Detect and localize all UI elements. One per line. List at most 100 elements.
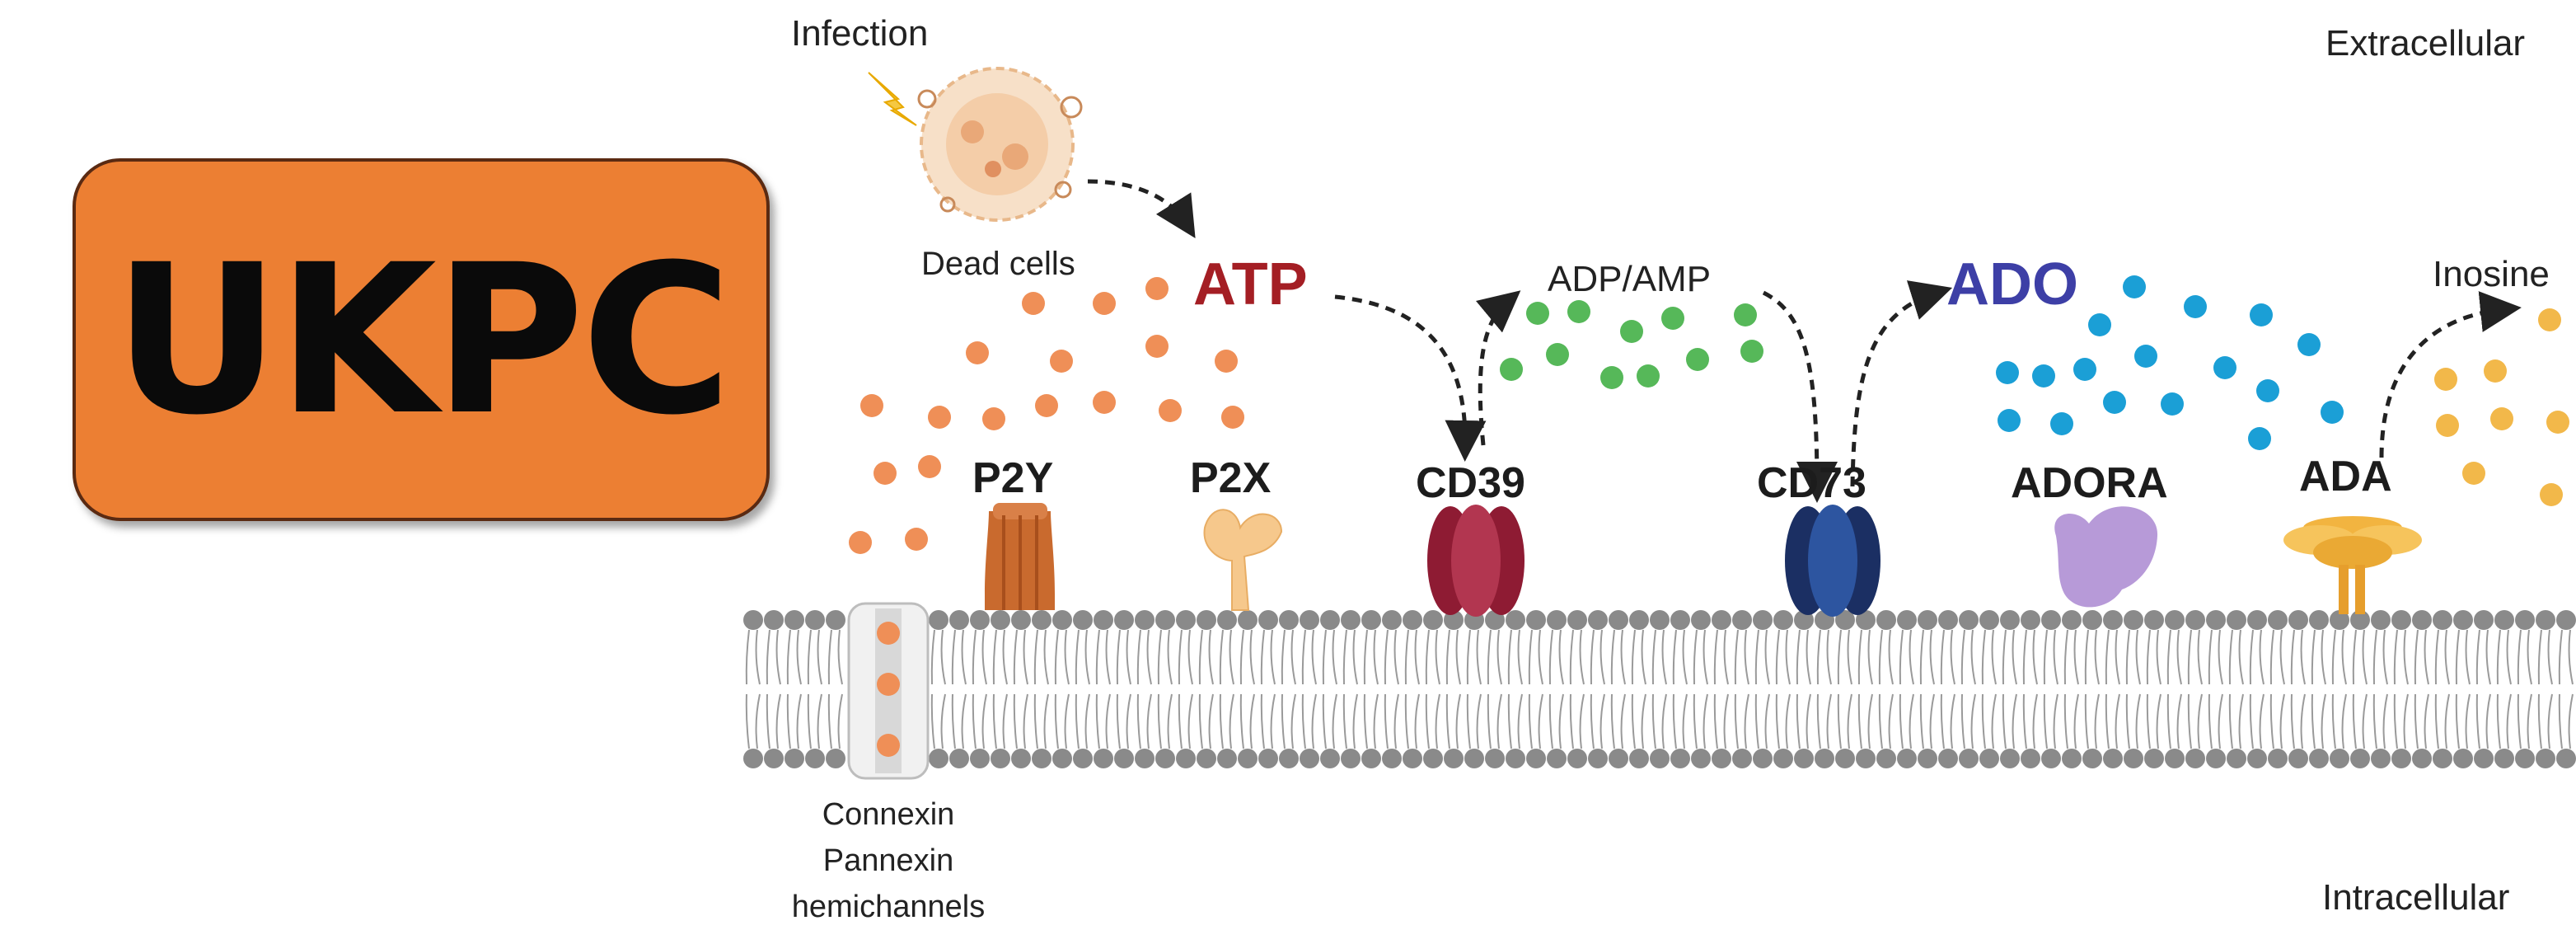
lipid-tail bbox=[2331, 693, 2336, 749]
ado-label: ADO bbox=[1946, 251, 2078, 317]
lipid-tail bbox=[1548, 693, 1553, 749]
hemichannel-label-line1: Connexin bbox=[822, 797, 955, 832]
lipid-tail bbox=[1558, 693, 1564, 749]
lipid-tail bbox=[2506, 693, 2512, 749]
lipid-tail bbox=[1384, 629, 1389, 685]
lipid-tail bbox=[755, 693, 761, 749]
atp-dot bbox=[918, 455, 941, 478]
lipid-tail bbox=[2485, 693, 2491, 749]
atp-dot bbox=[1022, 292, 1045, 315]
lipid-tail bbox=[1260, 629, 1265, 685]
lipid-tail bbox=[2568, 629, 2574, 685]
arrow-cd73-to-ado bbox=[1850, 280, 1953, 487]
lipid-tail bbox=[2331, 629, 2336, 685]
lipid-tail bbox=[1249, 693, 1255, 749]
atp-dot bbox=[1145, 277, 1169, 300]
lipid-head-bottom bbox=[2330, 749, 2349, 768]
lipid-tail bbox=[775, 693, 781, 749]
lipid-head-top bbox=[2041, 610, 2061, 630]
lipid-tail bbox=[1929, 693, 1935, 749]
lipid-tail bbox=[1075, 693, 1080, 749]
lipid-head-bottom bbox=[1691, 749, 1711, 768]
lipid-tail bbox=[2156, 693, 2161, 749]
atp-dot bbox=[1215, 350, 1238, 373]
lipid-tail bbox=[1229, 693, 1234, 749]
lipid-head-top bbox=[2247, 610, 2267, 630]
lipid-head-bottom bbox=[1258, 749, 1278, 768]
lipid-tail bbox=[2208, 693, 2213, 749]
adp-amp-dot bbox=[1661, 307, 1684, 330]
lipid-tail bbox=[2372, 693, 2377, 749]
ada-label: ADA bbox=[2299, 453, 2392, 500]
lipid-head-bottom bbox=[2536, 749, 2555, 768]
lipid-tail bbox=[2352, 629, 2357, 685]
lipid-tail bbox=[2506, 629, 2512, 685]
lipid-tail bbox=[2063, 629, 2068, 685]
lipid-tail bbox=[2208, 629, 2213, 685]
lipid-tail bbox=[1167, 629, 1173, 685]
lipid-head-bottom bbox=[2391, 749, 2411, 768]
lipid-tail bbox=[2537, 629, 2542, 685]
lipid-tail bbox=[930, 629, 935, 685]
lipid-tail bbox=[1064, 629, 1070, 685]
lipid-tail bbox=[1857, 629, 1862, 685]
lipid-tail bbox=[1002, 693, 1008, 749]
lipid-tail bbox=[1435, 629, 1440, 685]
lipid-head-top bbox=[1876, 610, 1896, 630]
lipid-tail bbox=[1641, 693, 1646, 749]
lipid-tail bbox=[1178, 629, 1183, 685]
lipid-tail bbox=[1590, 693, 1595, 749]
lipid-tail bbox=[961, 629, 967, 685]
lipid-tail bbox=[2496, 693, 2501, 749]
lipid-head-bottom bbox=[2247, 749, 2267, 768]
hemichannel-label-line2: Pannexin bbox=[822, 843, 954, 878]
lipid-tail bbox=[981, 693, 987, 749]
lipid-head-bottom bbox=[1835, 749, 1855, 768]
ado-dot bbox=[2321, 401, 2344, 424]
lipid-head-bottom bbox=[970, 749, 990, 768]
lipid-tail bbox=[2228, 693, 2233, 749]
lipid-tail bbox=[1960, 693, 1965, 749]
lipid-head-top bbox=[1959, 610, 1979, 630]
lipid-tail bbox=[817, 629, 822, 685]
lipid-tail bbox=[1084, 693, 1090, 749]
lipid-tail bbox=[1620, 693, 1626, 749]
lightning-icon bbox=[868, 72, 917, 126]
lipid-head-bottom bbox=[1300, 749, 1319, 768]
lipid-tail bbox=[2228, 629, 2233, 685]
arrow-adp-to-cd73 bbox=[1762, 290, 1838, 503]
lipid-head-top bbox=[1794, 610, 1814, 630]
lipid-tail bbox=[1393, 629, 1399, 685]
lipid-head-top bbox=[2082, 610, 2102, 630]
lipid-tail bbox=[2352, 693, 2357, 749]
lipid-tail bbox=[1157, 693, 1162, 749]
atp-dot bbox=[1159, 399, 1182, 422]
lipid-head-top bbox=[2062, 610, 2082, 630]
lipid-tail bbox=[1888, 629, 1894, 685]
lipid-tail bbox=[2002, 693, 2007, 749]
lipid-tail bbox=[992, 629, 997, 685]
lipid-tail bbox=[1496, 693, 1502, 749]
lipid-head-top bbox=[1279, 610, 1299, 630]
atp-dot bbox=[1035, 394, 1058, 417]
lipid-head-bottom bbox=[1609, 749, 1628, 768]
lipid-head-top bbox=[2227, 610, 2246, 630]
lipid-head-bottom bbox=[2474, 749, 2494, 768]
lipid-tail bbox=[981, 629, 987, 685]
lipid-tail bbox=[1991, 629, 1997, 685]
atp-dot bbox=[1145, 335, 1169, 358]
adp-amp-dot bbox=[1620, 320, 1643, 343]
lipid-tail bbox=[2414, 629, 2419, 685]
lipid-tail bbox=[1631, 629, 1636, 685]
lipid-head-top bbox=[929, 610, 948, 630]
lipid-head-bottom bbox=[1238, 749, 1258, 768]
lipid-tail bbox=[2073, 693, 2079, 749]
lipid-head-bottom bbox=[764, 749, 784, 768]
lipid-tail bbox=[2403, 693, 2409, 749]
lipid-head-top bbox=[1897, 610, 1917, 630]
lipid-tail bbox=[1445, 693, 1450, 749]
lipid-tail bbox=[2517, 693, 2522, 749]
lipid-tail bbox=[2290, 629, 2295, 685]
lipid-tail bbox=[807, 629, 812, 685]
lipid-tail bbox=[1260, 693, 1265, 749]
